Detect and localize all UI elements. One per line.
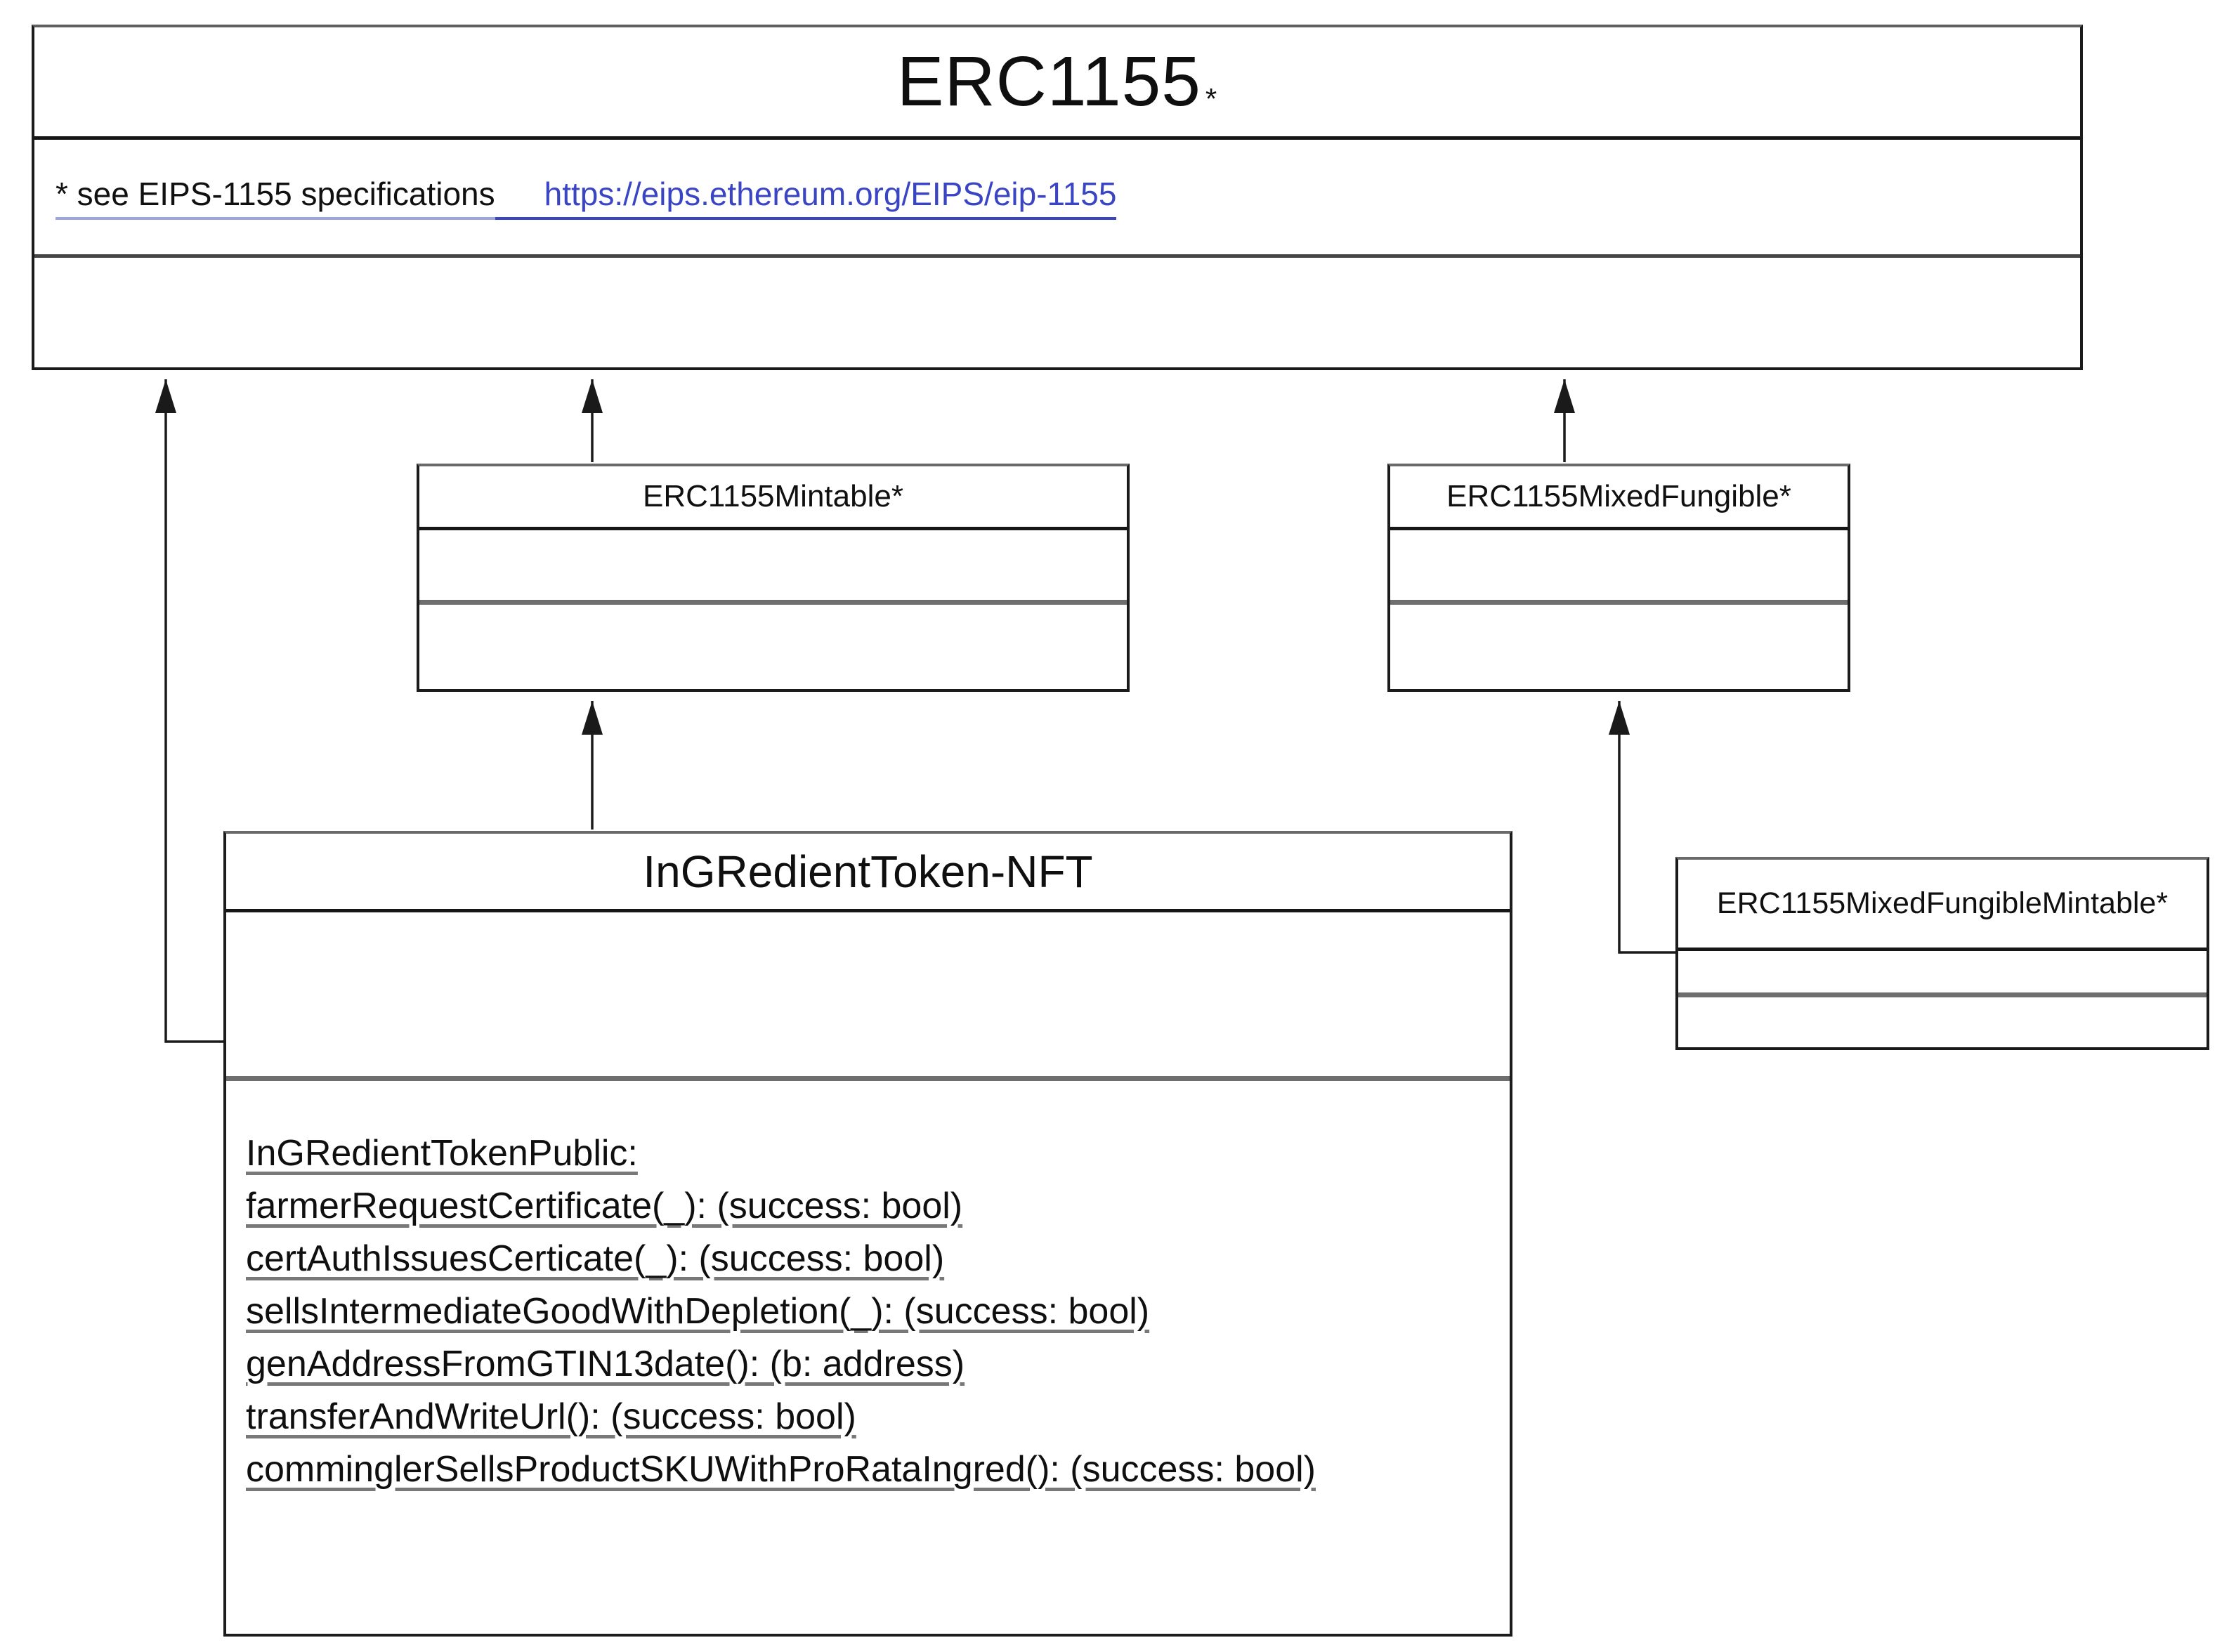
mintable-methods-compartment — [419, 605, 1127, 689]
method-entry: sellsIntermediateGoodWithDepletion(_): (… — [246, 1291, 1150, 1332]
erc1155-methods-compartment — [34, 258, 2080, 367]
inheritance-arrow-ingredient-to-erc1155 — [155, 379, 226, 1043]
ingredient-title-compartment: InGRedientToken-NFT — [226, 834, 1510, 912]
method-entry: transferAndWriteUrl(): (success: bool) — [246, 1396, 856, 1437]
erc1155-title-compartment: ERC1155* — [34, 27, 2080, 140]
method-entry: certAuthIssuesCerticate(_): (success: bo… — [246, 1238, 945, 1279]
mfmintable-methods-compartment — [1678, 997, 2207, 1047]
mfmintable-class-name: ERC1155MixedFungibleMintable* — [1716, 886, 2169, 920]
mfmintable-title-compartment: ERC1155MixedFungibleMintable* — [1678, 860, 2207, 951]
mixedfungible-attributes-compartment — [1390, 530, 1848, 605]
mintable-attributes-compartment — [419, 530, 1127, 605]
erc1155-class-name: ERC1155* — [896, 42, 1218, 121]
method-entry: InGRedientTokenPublic: — [246, 1133, 638, 1174]
ingredient-attributes-compartment — [226, 912, 1510, 1081]
method-entry: farmerRequestCertificate(_): (success: b… — [246, 1186, 963, 1226]
mixedfungible-class-name: ERC1155MixedFungible* — [1446, 479, 1791, 513]
eip-spec-link[interactable]: https://eips.ethereum.org/EIPS/eip-1155 — [495, 175, 1117, 220]
mfmintable-attributes-compartment — [1678, 951, 2207, 997]
erc1155-footnote-star: * — [1205, 82, 1218, 116]
method-entry: genAddressFromGTIN13date(): (b: address) — [246, 1344, 965, 1384]
ingredient-class-name: InGRedientToken-NFT — [643, 846, 1093, 897]
mintable-class-name: ERC1155Mintable* — [643, 479, 903, 513]
class-box-erc1155mixedfungiblemintable: ERC1155MixedFungibleMintable* — [1675, 857, 2209, 1050]
eip-note-text: * see EIPS-1155 specifications — [55, 175, 495, 220]
mintable-title-compartment: ERC1155Mintable* — [419, 466, 1127, 530]
class-box-erc1155mixedfungible: ERC1155MixedFungible* — [1387, 464, 1850, 692]
inheritance-arrow-mfmintable-to-mixedfungible — [1609, 701, 1678, 954]
mixedfungible-methods-compartment — [1390, 605, 1848, 689]
ingredient-methods-compartment: InGRedientTokenPublic: farmerRequestCerti… — [226, 1081, 1510, 1634]
class-box-ingredienttoken-nft: InGRedientToken-NFT InGRedientTokenPubli… — [223, 831, 1512, 1637]
class-box-erc1155mintable: ERC1155Mintable* — [417, 464, 1130, 692]
method-entry: comminglerSellsProductSKUWithProRataIngr… — [246, 1449, 1316, 1490]
mixedfungible-title-compartment: ERC1155MixedFungible* — [1390, 466, 1848, 530]
